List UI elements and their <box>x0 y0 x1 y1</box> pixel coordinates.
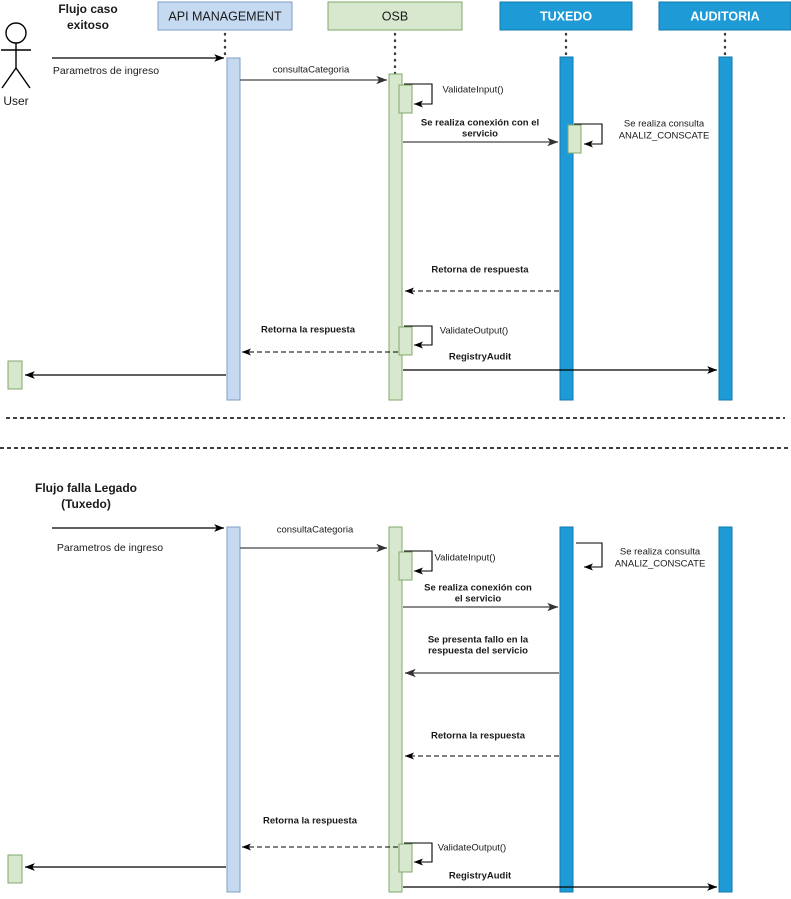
message-flow1-conexion-servicio-line2: servicio <box>462 129 498 140</box>
message-flow2-analiz-conscate-line1: Se realiza consulta <box>620 547 701 558</box>
message-flow2-validateinput-label: ValidateInput() <box>434 553 495 564</box>
message-flow2-retorna-respuesta-tuxedo[interactable]: Retorna la respuesta <box>404 731 559 760</box>
message-flow2-conexion-servicio[interactable]: Se realiza conexión con el servicio <box>403 583 559 612</box>
participant-label-auditoria: AUDITORIA <box>690 9 759 23</box>
message-flow1-conexion-servicio-line1: Se realiza conexión con el <box>421 118 539 129</box>
message-flow1-parametros-de-ingreso[interactable]: Parametros de ingreso <box>52 54 225 77</box>
actor-leg-left <box>1 67 17 89</box>
message-flow2-registryaudit-label: RegistryAudit <box>449 871 512 882</box>
participant-header-osb[interactable]: OSB <box>327 1 463 31</box>
participant-header-apimgmt[interactable]: API MANAGEMENT <box>157 1 293 31</box>
activation-auditoria-flow2 <box>718 526 733 893</box>
message-flow2-conexion-servicio-line2: el servicio <box>455 594 502 605</box>
message-flow2-consultacategoria[interactable]: consultaCategoria <box>240 525 388 553</box>
message-flow1-retorna-de-respuesta-label: Retorna de respuesta <box>431 265 529 276</box>
message-flow2-validateoutput[interactable]: ValidateOutput() <box>404 842 506 866</box>
message-flow1-retorna-la-respuesta[interactable]: Retorna la respuesta <box>241 325 398 356</box>
activation-apimgmt-flow2 <box>226 526 241 893</box>
message-flow2-retorna-respuesta-tuxedo-label: Retorna la respuesta <box>431 731 526 742</box>
message-flow1-validateoutput-label: ValidateOutput() <box>440 326 508 337</box>
participant-header-auditoria[interactable]: AUDITORIA <box>658 1 791 31</box>
message-flow1-analiz-conscate-line2: ANALIZ_CONSCATE <box>619 131 710 142</box>
message-flow2-fallo-respuesta-line2: respuesta del servicio <box>428 646 528 657</box>
message-flow1-analiz-conscate-line1: Se realiza consulta <box>624 119 705 130</box>
message-flow2-consultacategoria-label: consultaCategoria <box>277 525 354 536</box>
message-flow2-analiz-conscate-line2: ANALIZ_CONSCATE <box>615 559 706 570</box>
message-flow2-analiz-conscate[interactable]: Se realiza consulta ANALIZ_CONSCATE <box>576 542 706 571</box>
message-flow1-registryaudit-label: RegistryAudit <box>449 352 512 363</box>
participant-label-osb: OSB <box>382 9 408 23</box>
message-flow2-fallo-respuesta[interactable]: Se presenta fallo en la respuesta del se… <box>404 635 559 678</box>
nested-activation-osb-validateinput-flow1 <box>398 84 413 114</box>
message-flow2-validateinput[interactable]: ValidateInput() <box>404 550 496 575</box>
message-flow2-validateoutput-label: ValidateOutput() <box>438 843 506 854</box>
message-flow2-retorna-respuesta-osb[interactable]: Retorna la respuesta <box>241 816 398 851</box>
nested-activation-osb-validateoutput-flow2 <box>398 843 413 873</box>
message-flow1-validateinput[interactable]: ValidateInput() <box>404 83 504 108</box>
participant-label-apimgmt: API MANAGEMENT <box>168 9 282 23</box>
activation-apimgmt-flow1 <box>226 57 241 401</box>
flow-title-exitoso-line1: Flujo caso <box>58 2 117 16</box>
message-flow2-parametros-de-ingreso[interactable]: Parametros de ingreso <box>52 524 225 554</box>
activation-tuxedo-flow1 <box>559 56 574 401</box>
actor-leg-right <box>15 67 31 89</box>
nested-activation-osb-validateinput-flow2 <box>398 551 413 581</box>
message-flow2-registryaudit[interactable]: RegistryAudit <box>403 871 718 891</box>
flow-title-exitoso: Flujo caso exitoso <box>58 2 117 32</box>
flow-title-exitoso-line2: exitoso <box>67 18 109 32</box>
message-flow1-retorna-de-respuesta[interactable]: Retorna de respuesta <box>404 265 559 295</box>
message-flow2-retorna-respuesta-osb-label: Retorna la respuesta <box>263 816 358 827</box>
message-flow1-consultacategoria-label: consultaCategoria <box>273 65 350 76</box>
participant-header-tuxedo[interactable]: TUXEDO <box>499 1 633 31</box>
message-flow2-fallo-respuesta-line1: Se presenta fallo en la <box>428 635 529 646</box>
nested-activation-tuxedo-consulta-flow1 <box>567 124 582 154</box>
activation-user-return-flow1 <box>7 360 23 390</box>
message-flow2-conexion-servicio-line1: Se realiza conexión con <box>424 583 532 594</box>
activation-user-return-flow2 <box>7 854 23 884</box>
message-flow1-registryaudit[interactable]: RegistryAudit <box>403 352 718 374</box>
message-flow2-parametros-label: Parametros de ingreso <box>57 542 163 554</box>
flow-title-falla: Flujo falla Legado (Tuxedo) <box>35 481 137 511</box>
participant-label-tuxedo: TUXEDO <box>540 9 592 23</box>
flow-title-falla-line2: (Tuxedo) <box>61 497 111 511</box>
activation-auditoria-flow1 <box>718 56 733 401</box>
message-flow1-conexion-servicio[interactable]: Se realiza conexión con el servicio <box>403 118 559 147</box>
actor-user[interactable]: User <box>1 22 31 108</box>
actor-head-icon <box>5 22 27 44</box>
message-flow1-parametros-label: Parametros de ingreso <box>53 65 159 77</box>
message-flow1-consultacategoria[interactable]: consultaCategoria <box>240 65 388 85</box>
activation-osb-flow1 <box>388 73 403 401</box>
message-flow1-validateoutput[interactable]: ValidateOutput() <box>404 325 508 349</box>
activation-osb-flow2 <box>388 526 403 893</box>
activation-tuxedo-flow2 <box>559 526 574 893</box>
message-flow1-retorna-la-respuesta-label: Retorna la respuesta <box>261 325 356 336</box>
message-flow1-analiz-conscate[interactable]: Se realiza consulta ANALIZ_CONSCATE <box>574 119 710 148</box>
nested-activation-osb-validateoutput-flow1 <box>398 326 413 356</box>
actor-label: User <box>3 94 28 108</box>
flow-title-falla-line1: Flujo falla Legado <box>35 481 137 495</box>
message-flow1-validateinput-label: ValidateInput() <box>442 85 503 96</box>
